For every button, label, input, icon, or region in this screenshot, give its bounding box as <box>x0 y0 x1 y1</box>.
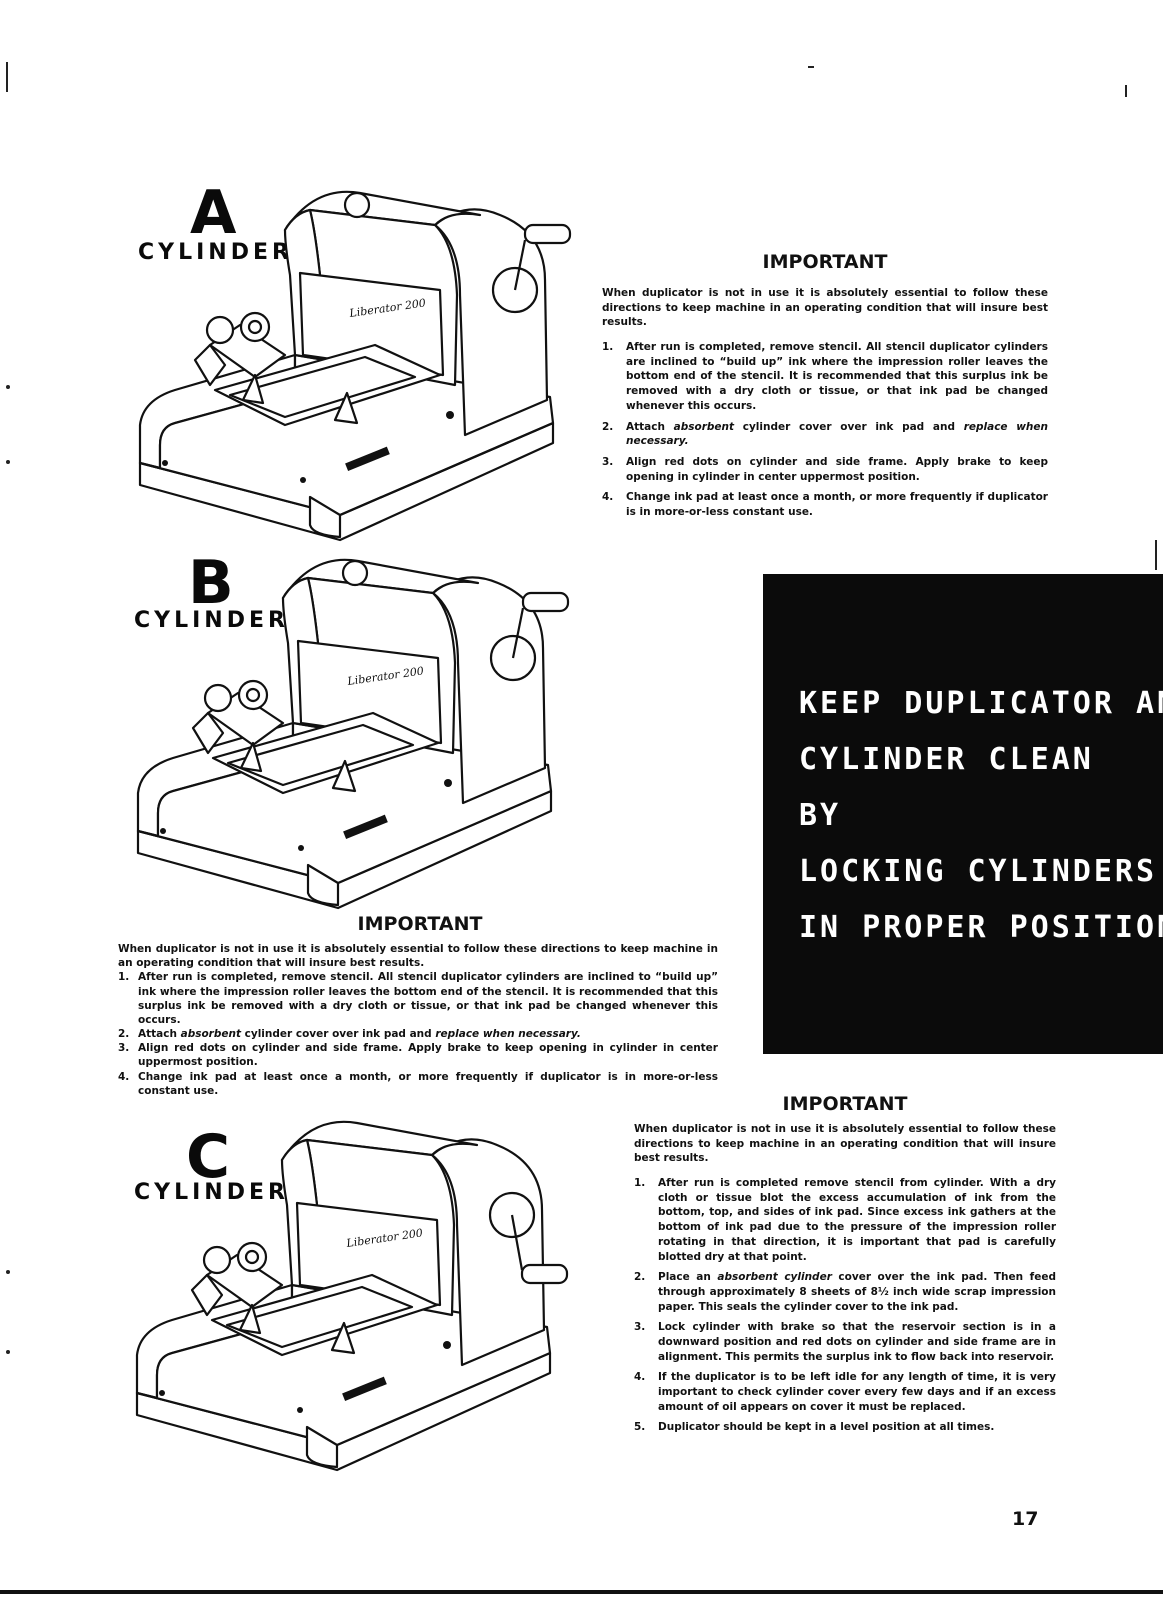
list-item: 1.After run is completed remove stencil … <box>634 1177 1056 1263</box>
section-a-label: CYLINDER <box>138 240 293 265</box>
section-b-label: CYLINDER <box>134 608 289 633</box>
scan-mark <box>6 460 10 464</box>
duplicator-illustration-c: Liberator 200 <box>135 1120 569 1472</box>
important-c-intro: When duplicator is not in use it is abso… <box>634 1123 1056 1165</box>
important-c-block: When duplicator is not in use it is abso… <box>634 1122 1056 1441</box>
important-a-block: When duplicator is not in use it is abso… <box>602 286 1048 526</box>
scan-mark <box>808 66 814 68</box>
bottom-rule <box>0 1590 1163 1594</box>
important-b-block: When duplicator is not in use it is abso… <box>118 942 718 1098</box>
list-item: 4.Change ink pad at least once a month, … <box>602 491 1048 518</box>
important-c-steps: 1.After run is completed remove stencil … <box>634 1176 1056 1435</box>
panel-line: CYLINDER CLEAN <box>799 742 1094 777</box>
list-item: 3.Lock cylinder with brake so that the r… <box>634 1321 1056 1363</box>
section-c-letter: C <box>186 1122 231 1192</box>
list-item: 5.Duplicator should be kept in a level p… <box>634 1421 995 1434</box>
list-item: 3.Align red dots on cylinder and side fr… <box>118 1042 718 1069</box>
duplicator-illustration-a: Liberator 200 <box>138 190 572 542</box>
keep-clean-panel: KEEP DUPLICATOR AND CYLINDER CLEAN BY LO… <box>763 574 1163 1054</box>
list-item: 2.Attach absorbent cylinder cover over i… <box>118 1028 581 1041</box>
important-b-steps: 1.After run is completed, remove stencil… <box>118 970 718 1098</box>
list-item: 1.After run is completed, remove stencil… <box>118 971 718 1026</box>
important-a-steps: 1.After run is completed, remove stencil… <box>602 340 1048 520</box>
scan-mark <box>1125 85 1127 97</box>
panel-line: BY <box>799 798 842 833</box>
section-b-letter: B <box>188 548 234 618</box>
scan-mark <box>6 385 10 389</box>
important-c-title: IMPORTANT <box>782 1093 908 1115</box>
scan-mark <box>1155 540 1157 570</box>
scan-mark <box>6 1350 10 1354</box>
list-item: 4.Change ink pad at least once a month, … <box>118 1070 718 1097</box>
duplicator-illustration-b: Liberator 200 <box>136 558 570 910</box>
list-item: 1.After run is completed, remove stencil… <box>602 341 1048 412</box>
panel-line: LOCKING CYLINDERS <box>799 854 1158 889</box>
important-b-intro: When duplicator is not in use it is abso… <box>118 943 718 970</box>
panel-line: IN PROPER POSITION <box>799 910 1163 945</box>
list-item: 3.Align red dots on cylinder and side fr… <box>602 455 1048 483</box>
list-item: 4.If the duplicator is to be left idle f… <box>634 1371 1056 1413</box>
panel-line: KEEP DUPLICATOR AND <box>799 686 1163 721</box>
important-a-intro: When duplicator is not in use it is abso… <box>602 287 1048 329</box>
list-item: 2.Place an absorbent cylinder cover over… <box>634 1271 1056 1313</box>
scan-mark <box>6 62 8 92</box>
list-item: 2.Attach absorbent cylinder cover over i… <box>602 420 1049 448</box>
page-number: 17 <box>1012 1508 1039 1530</box>
important-b-title: IMPORTANT <box>357 913 483 935</box>
important-a-title: IMPORTANT <box>762 251 888 273</box>
section-a-letter: A <box>190 178 237 248</box>
section-c-label: CYLINDER <box>134 1180 289 1205</box>
scan-mark <box>6 1270 10 1274</box>
